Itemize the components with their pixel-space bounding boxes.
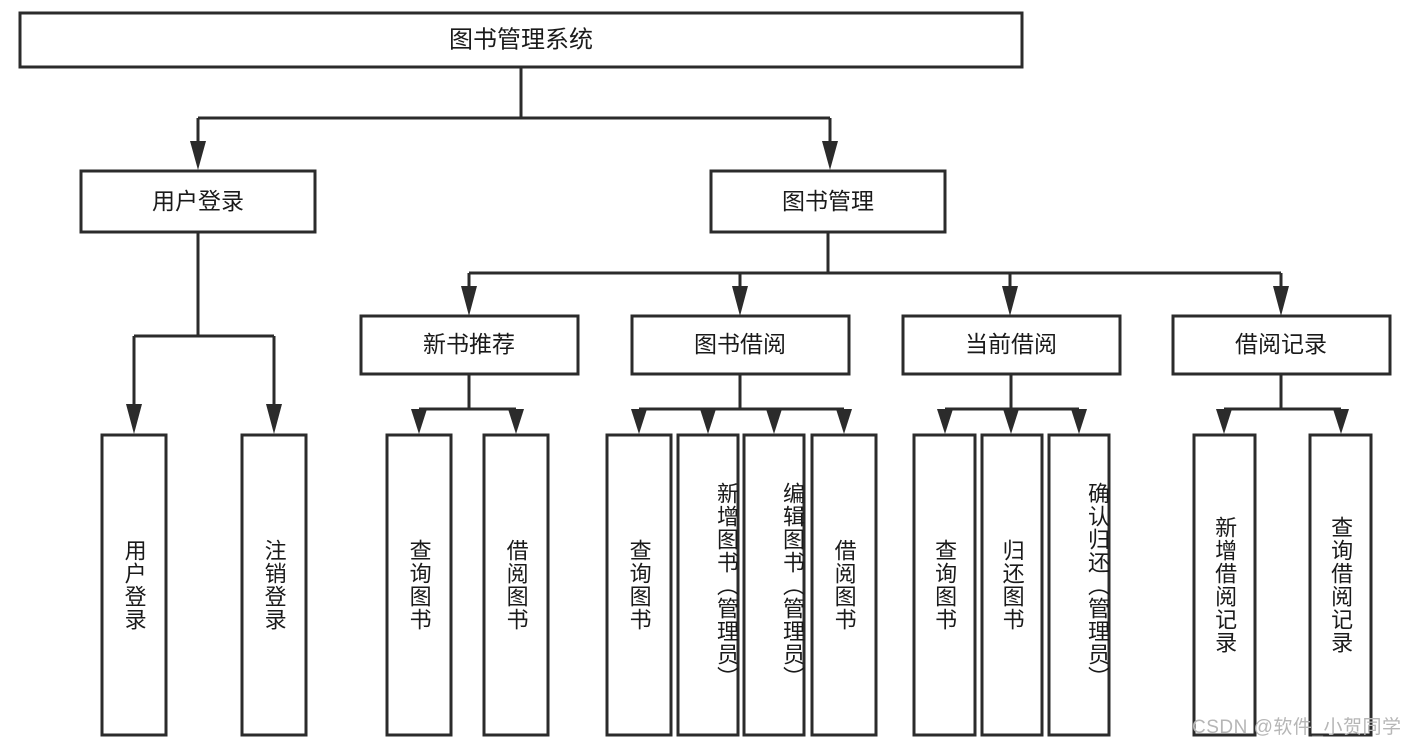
arrowhead-leaf-query-record xyxy=(1333,409,1349,434)
current-borrow-label: 当前借阅 xyxy=(965,331,1057,357)
arrowhead-user-login xyxy=(190,141,206,170)
leaf-box-borrow-book-2[interactable] xyxy=(810,433,878,737)
csdn-watermark: CSDN @软件_小贺同学 xyxy=(1192,717,1402,738)
arrowhead-book-management xyxy=(822,141,838,170)
leaf-box-query-book-2[interactable] xyxy=(605,433,673,737)
connector-user-login-to-leaves xyxy=(126,232,282,434)
arrowhead-book-borrow xyxy=(732,286,748,316)
arrowhead-leaf-confirm-return xyxy=(1071,409,1087,434)
node-borrow-record[interactable]: 借阅记录 xyxy=(1171,314,1392,376)
connector-book-management-to-level3 xyxy=(461,232,1289,316)
book-management-label: 图书管理 xyxy=(782,188,874,214)
arrowhead-leaf-add-record xyxy=(1216,409,1232,434)
arrowhead-leaf-borrow-book-2 xyxy=(836,409,852,434)
arrowhead-leaf-query-book-3 xyxy=(937,409,953,434)
arrowhead-borrow-record xyxy=(1273,286,1289,316)
arrowhead-leaf-user-logout xyxy=(266,404,282,434)
node-root[interactable]: 图书管理系统 xyxy=(18,11,1024,69)
book-borrow-box xyxy=(630,314,851,376)
connector-borrow-record-to-leaves xyxy=(1216,374,1349,434)
root-label: 图书管理系统 xyxy=(449,26,593,53)
node-current-borrow[interactable]: 当前借阅 xyxy=(901,314,1122,376)
borrow-record-box xyxy=(1171,314,1392,376)
borrow-record-label: 借阅记录 xyxy=(1235,331,1327,357)
arrowhead-leaf-add-book xyxy=(700,409,716,434)
current-borrow-box xyxy=(901,314,1122,376)
arrowhead-leaf-query-book-1 xyxy=(411,409,427,434)
arrowhead-new-book-recommend xyxy=(461,286,477,316)
leaf-box-query-book-3[interactable] xyxy=(912,433,977,737)
user-login-label: 用户登录 xyxy=(152,188,244,214)
leaf-box-return-book[interactable] xyxy=(980,433,1044,737)
connector-new-book-recommend-to-leaves xyxy=(411,374,524,434)
leaf-boxes xyxy=(100,433,1373,737)
new-book-recommend-box xyxy=(359,314,580,376)
leaf-box-add-record[interactable] xyxy=(1192,433,1257,737)
node-book-borrow[interactable]: 图书借阅 xyxy=(630,314,851,376)
node-book-management[interactable]: 图书管理 xyxy=(709,169,947,234)
arrowhead-leaf-return-book xyxy=(1003,409,1019,434)
leaf-box-confirm-return[interactable] xyxy=(1047,433,1111,737)
book-management-box xyxy=(709,169,947,234)
leaf-box-edit-book[interactable] xyxy=(742,433,806,737)
leaf-box-add-book[interactable] xyxy=(676,433,740,737)
node-user-login[interactable]: 用户登录 xyxy=(79,169,317,234)
leaf-box-user-login[interactable] xyxy=(100,433,168,737)
arrowhead-leaf-edit-book xyxy=(766,409,782,434)
root-box xyxy=(18,11,1024,69)
arrowhead-leaf-user-login xyxy=(126,404,142,434)
node-new-book-recommend[interactable]: 新书推荐 xyxy=(359,314,580,376)
connector-root-to-level2 xyxy=(190,67,838,170)
arrowhead-leaf-borrow-book-1 xyxy=(508,409,524,434)
book-borrow-label: 图书借阅 xyxy=(694,331,786,357)
arrowhead-leaf-query-book-2 xyxy=(631,409,647,434)
connector-book-borrow-to-leaves xyxy=(631,374,852,434)
arrowhead-current-borrow xyxy=(1002,286,1018,316)
connector-current-borrow-to-leaves xyxy=(937,374,1087,434)
leaf-box-query-record[interactable] xyxy=(1308,433,1373,737)
new-book-recommend-label: 新书推荐 xyxy=(423,331,515,357)
leaf-box-borrow-book-1[interactable] xyxy=(482,433,550,737)
leaf-box-query-book-1[interactable] xyxy=(385,433,453,737)
leaf-box-user-logout[interactable] xyxy=(240,433,308,737)
